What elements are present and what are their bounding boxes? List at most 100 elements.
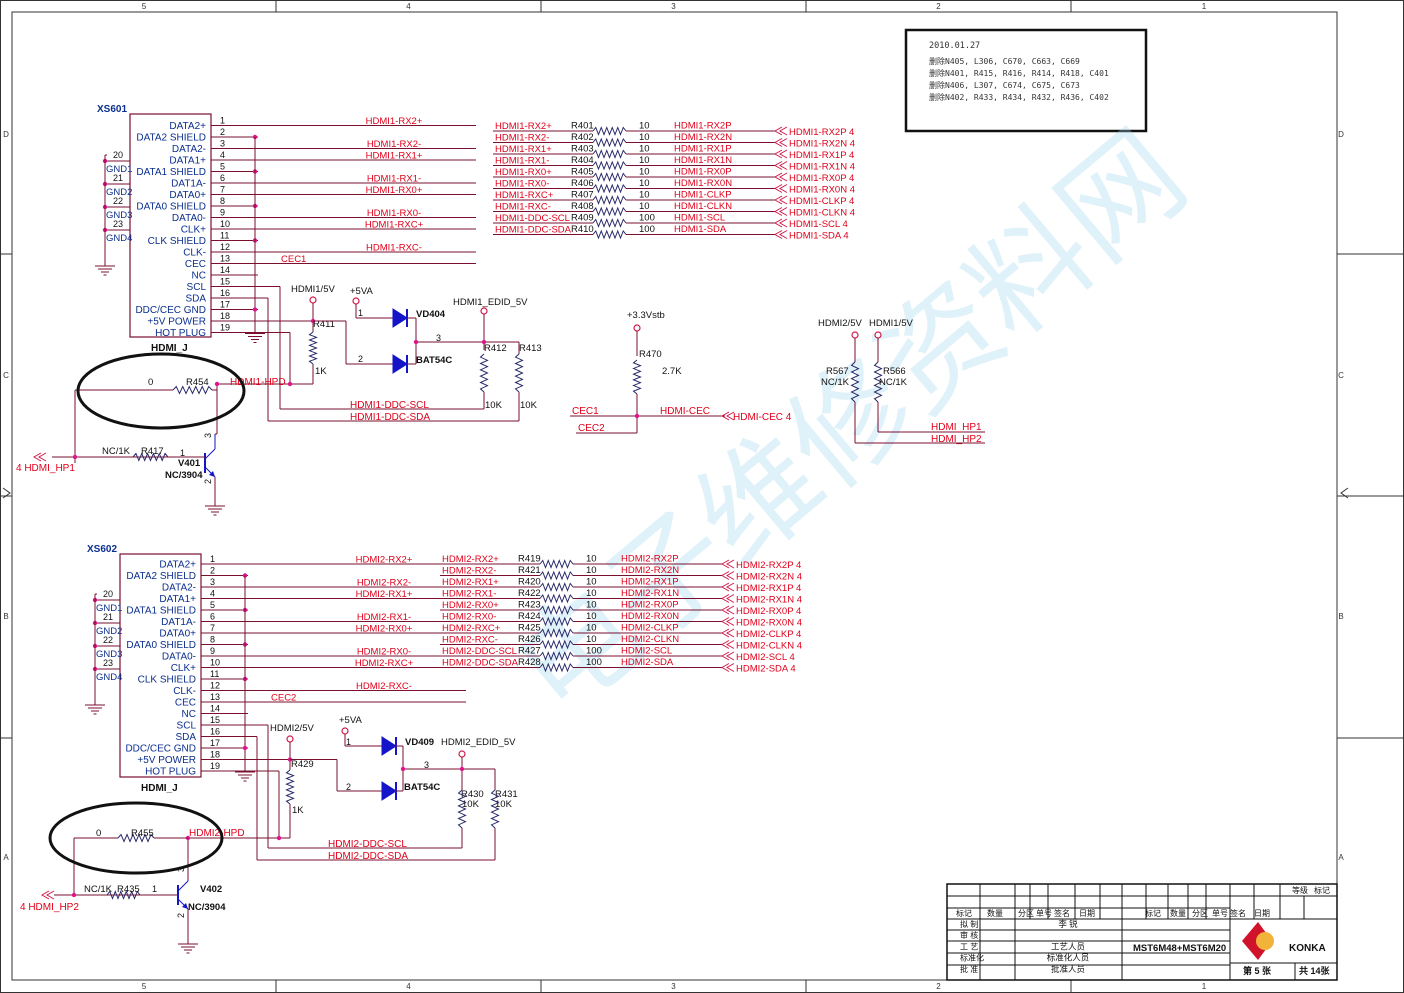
title-model: MST6M48+MST6M20 bbox=[1133, 943, 1226, 954]
title-block: 等级标记标记数量分区单号签名日期标记数量分区单号签名日期拟 制李 锐审 核工 艺… bbox=[946, 883, 1338, 981]
net-label: HDMI1-RX0+ bbox=[366, 185, 423, 196]
connector-pin-label: CEC bbox=[175, 698, 196, 709]
title-mark: 标记 bbox=[1314, 885, 1330, 895]
offpage-port: HDMI1-RX0N 4 bbox=[789, 185, 855, 196]
title-grade: 等级 bbox=[1292, 885, 1308, 895]
resistor-ref: R417 bbox=[141, 446, 164, 457]
zone-column-label: 3 bbox=[671, 982, 676, 991]
net-label: HDMI1-RX0+ bbox=[495, 167, 552, 178]
pin-number: 21 bbox=[113, 173, 123, 183]
arrow-chevron bbox=[720, 617, 730, 626]
title-block-frame bbox=[946, 883, 1338, 981]
pin-number: 2 bbox=[176, 913, 186, 918]
resistor-ref: R406 bbox=[571, 178, 594, 189]
net-label: HDMI2-DDC-SCL bbox=[442, 646, 517, 657]
gnd-pin-label: GND2 bbox=[106, 187, 132, 198]
power-pin-icon bbox=[480, 307, 488, 315]
connector-ref: XS602 bbox=[87, 544, 117, 555]
pin-number: 16 bbox=[210, 727, 220, 737]
pin-number: 15 bbox=[210, 715, 220, 725]
pin-number: 12 bbox=[220, 242, 230, 252]
pin-number: 1 bbox=[180, 448, 185, 458]
ground-icon bbox=[95, 260, 115, 276]
connector-pin-label: +5V POWER bbox=[137, 755, 196, 766]
net-label: CEC1 bbox=[572, 406, 599, 417]
resistor-value: 10K bbox=[495, 799, 513, 810]
junction-dot bbox=[459, 766, 465, 772]
pin-number: 17 bbox=[210, 738, 220, 748]
offpage-port: HDMI1-CLKN 4 bbox=[789, 208, 855, 219]
arrow-chevron bbox=[778, 138, 788, 147]
title-header-cell: 分区 bbox=[1192, 909, 1208, 918]
arrow-chevron bbox=[778, 126, 788, 136]
connector-pin-label: DATA0- bbox=[172, 213, 206, 224]
offpage-port: HDMI2-RX0P 4 bbox=[736, 606, 801, 617]
pin-number: 5 bbox=[210, 600, 215, 610]
net-label: HDMI1-RX1P bbox=[674, 144, 732, 155]
resistor-ref: R409 bbox=[571, 213, 594, 224]
arrow-chevron bbox=[720, 571, 730, 580]
offpage-port: HDMI2-RX2N 4 bbox=[736, 572, 802, 583]
pin-number: 20 bbox=[113, 150, 123, 160]
pin-number: 14 bbox=[210, 704, 220, 714]
pin-number: 19 bbox=[210, 761, 220, 771]
pin-number: 22 bbox=[103, 635, 113, 645]
net-label: HDMI2-RX0- bbox=[357, 647, 411, 658]
connector-ref: XS601 bbox=[97, 104, 127, 115]
diode-triangle bbox=[392, 354, 408, 374]
registration-mark-icon bbox=[2, 487, 11, 499]
resistor-icon bbox=[539, 570, 574, 581]
pin-number: 22 bbox=[113, 196, 123, 206]
pin-number: 4 bbox=[210, 589, 215, 599]
offpage-port: HDMI2-SCL 4 bbox=[736, 652, 795, 663]
power-pin-icon bbox=[341, 727, 349, 735]
connector-pin-label: DATA1+ bbox=[159, 594, 196, 605]
net-label: HDMI1-SCL bbox=[674, 213, 725, 224]
title-role: 拟 制 bbox=[960, 919, 978, 929]
resistor-value: 10 bbox=[586, 554, 597, 565]
resistor-icon bbox=[117, 833, 155, 843]
diode-triangle bbox=[381, 736, 397, 756]
offpage-port: HDMI1-SDA 4 bbox=[789, 231, 849, 242]
resistor-value: 10 bbox=[639, 201, 650, 212]
resistor-icon bbox=[632, 359, 642, 395]
pin-number: 1 bbox=[346, 737, 351, 747]
title-role: 审 核 bbox=[960, 930, 978, 940]
connector-pin-label: DATA2- bbox=[162, 583, 196, 594]
connector-pin-label: DATA0- bbox=[162, 652, 196, 663]
power-pin-icon bbox=[286, 735, 294, 743]
resistor-value: NC/1K bbox=[879, 377, 908, 388]
offpage-port: 4 HDMI_HP2 bbox=[20, 902, 79, 913]
pin-number: 14 bbox=[220, 265, 230, 275]
junction-dot bbox=[400, 766, 406, 772]
resistor-value: 10K bbox=[520, 400, 538, 411]
offpage-arrow-icon bbox=[773, 172, 788, 182]
resistor-value: 0 bbox=[148, 377, 153, 388]
ground-icon bbox=[205, 500, 225, 516]
offpage-arrow-icon bbox=[720, 640, 735, 649]
power-pin-icon bbox=[458, 750, 466, 758]
offpage-arrow-icon bbox=[720, 651, 735, 661]
resistor-icon bbox=[592, 126, 627, 136]
pin-number: 1 bbox=[358, 308, 363, 318]
power-net-label: HDMI1_EDID_5V bbox=[453, 297, 528, 308]
connector-pin-label: DATA1+ bbox=[169, 156, 206, 167]
zone-row-label: D bbox=[1338, 130, 1344, 139]
ground-icon bbox=[245, 327, 265, 343]
offpage-arrow-icon bbox=[773, 207, 788, 216]
connector-pin-label: DATA0 SHIELD bbox=[126, 640, 196, 651]
net-label: HDMI1-RX1- bbox=[495, 156, 549, 167]
offpage-arrow-icon bbox=[773, 218, 788, 228]
arrow-chevron bbox=[720, 605, 730, 615]
transistor-part: NC/3904 bbox=[165, 470, 203, 481]
transistor-part: NC/3904 bbox=[188, 902, 226, 913]
net-label: HDMI2-HPD bbox=[189, 828, 245, 839]
resistor-icon bbox=[308, 331, 318, 365]
arrow-chevron bbox=[778, 230, 788, 239]
resistor-icon bbox=[850, 361, 860, 403]
highlight-ellipse bbox=[76, 352, 246, 430]
title-header-cell: 日期 bbox=[1254, 909, 1270, 918]
arrow-chevron bbox=[37, 452, 47, 462]
